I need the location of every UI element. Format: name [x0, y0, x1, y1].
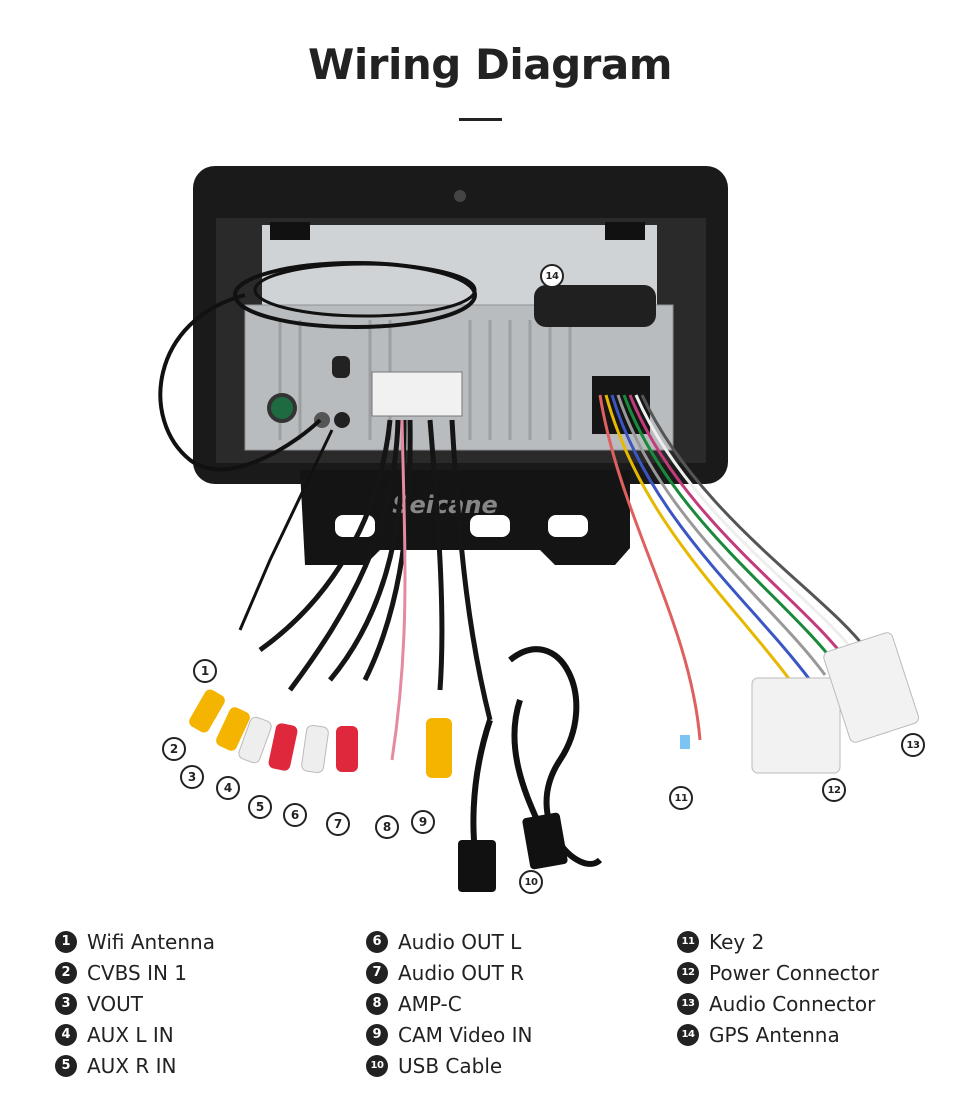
legend-label: USB Cable — [398, 1053, 503, 1078]
legend-number: 9 — [366, 1023, 388, 1046]
legend-item: 8 AMP-C — [366, 988, 666, 1019]
legend-number: 12 — [677, 961, 699, 984]
legend-label: Audio OUT R — [398, 960, 525, 985]
callout-11: 11 — [669, 786, 693, 810]
legend-number: 7 — [366, 961, 388, 984]
head-unit-photo: Seicane — [158, 166, 920, 892]
legend-column-2: 6 Audio OUT L 7 Audio OUT R 8 AMP-C 9 CAM Vi… — [366, 926, 666, 1081]
callout-3: 3 — [180, 765, 204, 789]
legend-label: Audio Connector — [709, 991, 876, 1016]
legend-number: 5 — [55, 1054, 77, 1077]
usb-plug-1 — [458, 840, 496, 892]
audio-connector-plug — [823, 632, 920, 743]
usb-plug-2 — [522, 812, 568, 870]
callout-4: 4 — [216, 776, 240, 800]
callout-8: 8 — [375, 815, 399, 839]
legend-label: Wifi Antenna — [87, 929, 215, 954]
legend-column-3: 11 Key 2 12 Power Connector 13 Audio Connec… — [677, 926, 977, 1050]
legend-label: CVBS IN 1 — [87, 960, 188, 985]
legend-number: 10 — [366, 1054, 388, 1077]
callout-14: 14 — [540, 264, 564, 288]
callout-1: 1 — [193, 659, 217, 683]
legend-item: 2 CVBS IN 1 — [55, 957, 355, 988]
legend-number: 2 — [55, 961, 77, 984]
legend-number: 4 — [55, 1023, 77, 1046]
legend-item: 10 USB Cable — [366, 1050, 666, 1081]
callout-2: 2 — [162, 737, 186, 761]
page-title: Wiring Diagram — [308, 40, 672, 89]
legend-item: 13 Audio Connector — [677, 988, 977, 1019]
legend-label: VOUT — [87, 991, 143, 1016]
legend-item: 11 Key 2 — [677, 926, 977, 957]
legend-item: 14 GPS Antenna — [677, 1019, 977, 1050]
legend-number: 1 — [55, 930, 77, 953]
legend-number: 13 — [677, 992, 699, 1015]
title-underline — [459, 118, 502, 121]
callout-5: 5 — [248, 795, 272, 819]
legend-item: 5 AUX R IN — [55, 1050, 355, 1081]
callout-7: 7 — [326, 812, 350, 836]
legend-column-1: 1 Wifi Antenna 2 CVBS IN 1 3 VOUT 4 AUX L IN… — [55, 926, 355, 1081]
legend-label: Power Connector — [709, 960, 879, 985]
callout-9: 9 — [411, 810, 435, 834]
legend-label: GPS Antenna — [709, 1022, 840, 1047]
legend-label: CAM Video IN — [398, 1022, 533, 1047]
legend-label: Audio OUT L — [398, 929, 522, 954]
legend-item: 9 CAM Video IN — [366, 1019, 666, 1050]
legend-number: 14 — [677, 1023, 699, 1046]
legend-label: AMP-C — [398, 991, 462, 1016]
legend-label: AUX L IN — [87, 1022, 174, 1047]
legend-item: 4 AUX L IN — [55, 1019, 355, 1050]
legend-number: 8 — [366, 992, 388, 1015]
legend-item: 1 Wifi Antenna — [55, 926, 355, 957]
legend-item: 7 Audio OUT R — [366, 957, 666, 988]
callout-6: 6 — [283, 803, 307, 827]
power-connector-plug — [751, 677, 841, 774]
callout-12: 12 — [822, 778, 846, 802]
legend-item: 12 Power Connector — [677, 957, 977, 988]
legend-item: 3 VOUT — [55, 988, 355, 1019]
callout-13: 13 — [901, 733, 925, 757]
legend-label: Key 2 — [709, 929, 765, 954]
legend-number: 3 — [55, 992, 77, 1015]
legend-item: 6 Audio OUT L — [366, 926, 666, 957]
legend-label: AUX R IN — [87, 1053, 177, 1078]
callout-10: 10 — [519, 870, 543, 894]
legend-number: 11 — [677, 930, 699, 953]
gps-antenna-puck — [534, 285, 656, 327]
legend-number: 6 — [366, 930, 388, 953]
